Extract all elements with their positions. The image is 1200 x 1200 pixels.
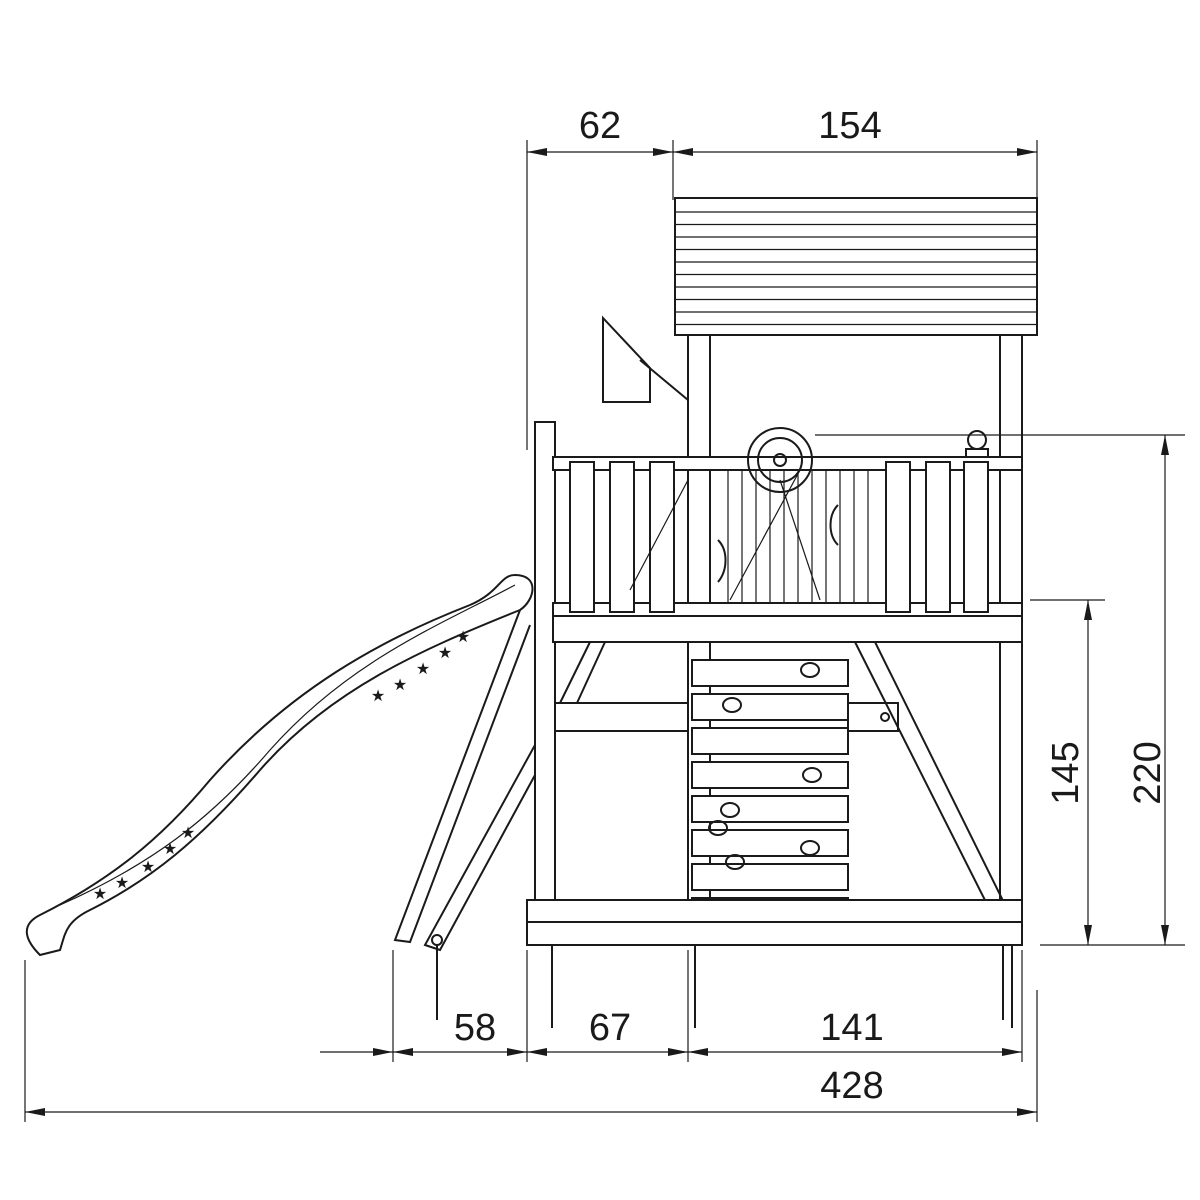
wall-slat <box>691 761 849 789</box>
baluster <box>925 461 951 613</box>
climbing-hold-icon <box>802 767 822 783</box>
dimension-lines <box>25 148 1169 1116</box>
dim-145: 145 <box>1045 741 1087 804</box>
dim-62: 62 <box>579 105 621 147</box>
dim-428: 428 <box>820 1065 883 1107</box>
star-icon: ★ <box>141 859 155 876</box>
climbing-hold-icon <box>800 840 820 856</box>
roof <box>674 197 1038 336</box>
star-icon: ★ <box>115 875 129 892</box>
climbing-hold-icon <box>722 697 742 713</box>
climbing-hold-icon <box>725 854 745 870</box>
handle <box>829 504 839 546</box>
star-icon: ★ <box>456 629 470 646</box>
slide: ★★★★★★★★★★ <box>25 573 534 957</box>
star-icon: ★ <box>416 661 430 678</box>
wall-slat <box>691 795 849 823</box>
dim-67: 67 <box>589 1007 631 1049</box>
baluster <box>609 461 635 613</box>
climbing-hold-icon <box>720 802 740 818</box>
star-icon: ★ <box>393 677 407 694</box>
dim-141: 141 <box>820 1007 883 1049</box>
wall-slat <box>691 727 849 755</box>
wall-slat <box>691 693 849 721</box>
climbing-hold-icon <box>708 820 728 836</box>
star-icon: ★ <box>93 886 107 903</box>
baluster <box>569 461 595 613</box>
flag <box>602 315 689 403</box>
star-icon: ★ <box>438 645 452 662</box>
baluster <box>649 461 675 613</box>
ground-anchors <box>436 945 1013 1028</box>
dim-220: 220 <box>1127 741 1169 804</box>
steering-wheel-icon <box>747 427 813 493</box>
climbing-hold-icon <box>800 662 820 678</box>
star-icon: ★ <box>181 825 195 842</box>
ground-beam <box>526 899 1023 946</box>
baluster <box>885 461 911 613</box>
wall-slat <box>691 659 849 687</box>
dim-154: 154 <box>818 105 881 147</box>
wall-slat <box>691 863 849 891</box>
extension-lines <box>24 140 1185 1122</box>
railing <box>552 456 1023 643</box>
braces <box>393 609 1016 952</box>
telescope-icon <box>965 430 989 458</box>
star-icon: ★ <box>371 688 385 705</box>
baluster <box>963 461 989 613</box>
handle <box>717 539 727 583</box>
climbing-wall <box>691 659 849 925</box>
star-icon: ★ <box>163 841 177 858</box>
dim-58: 58 <box>454 1007 496 1049</box>
